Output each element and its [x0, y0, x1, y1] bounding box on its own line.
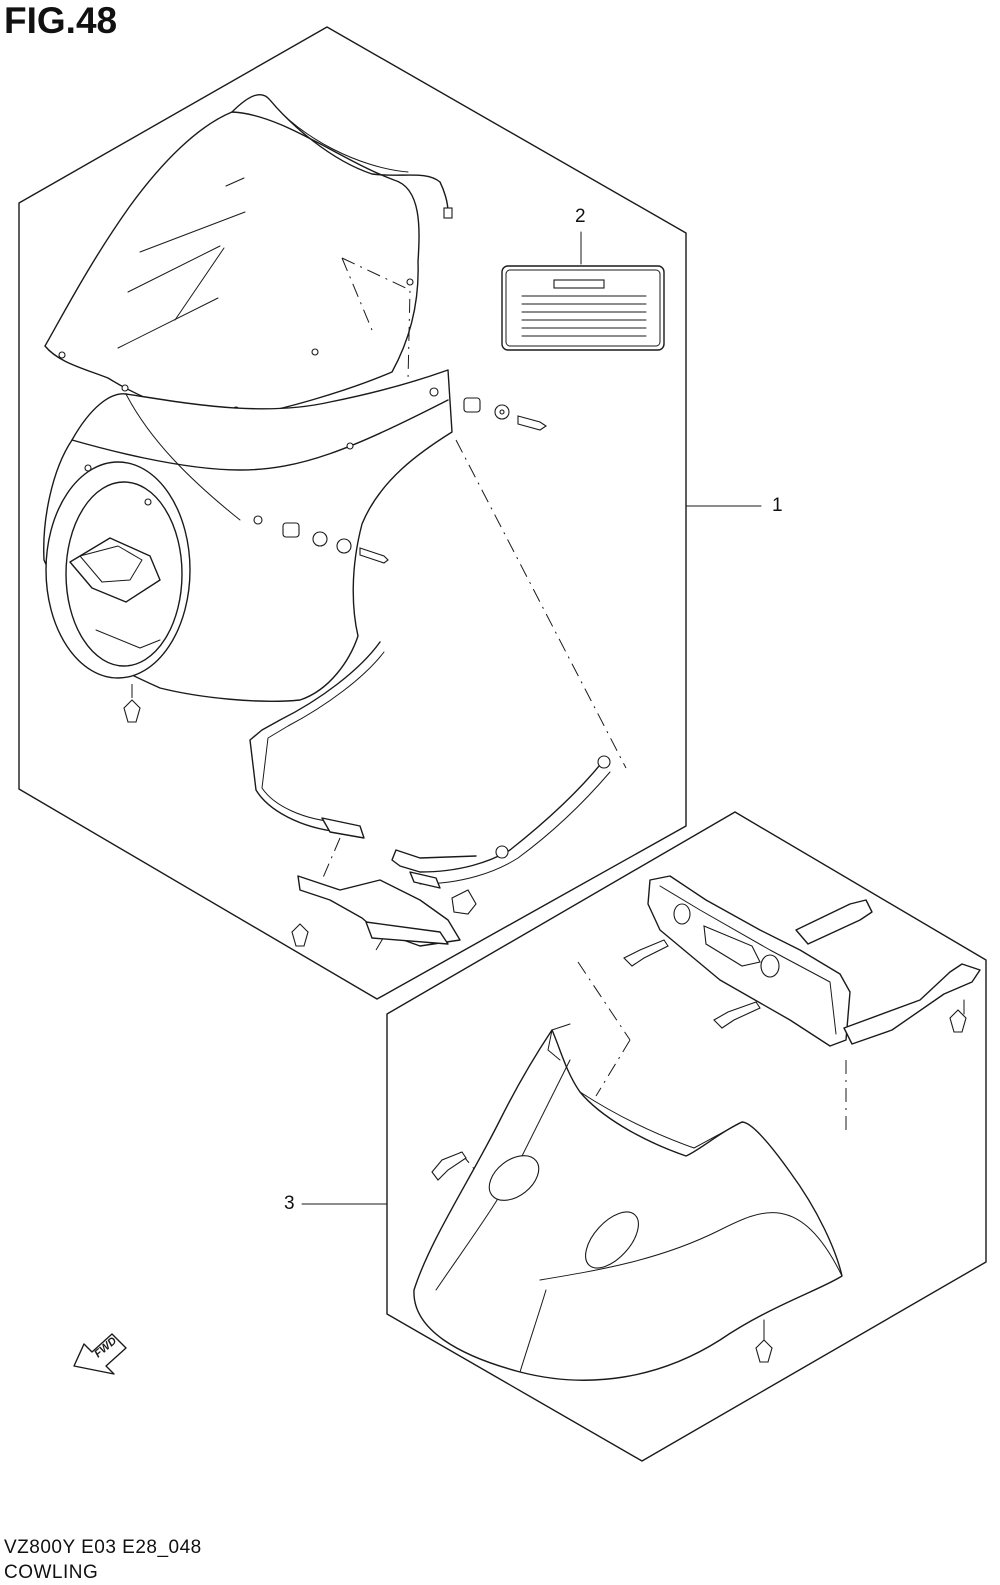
callout-1: 1: [772, 495, 783, 516]
group-boundary-upper: [18, 26, 687, 1000]
caution-label-plate: [501, 265, 665, 351]
upper-fasteners: [123, 397, 547, 947]
windscreen: [44, 93, 453, 419]
lower-cowling: [413, 1023, 843, 1381]
cowling-stays: [249, 641, 611, 947]
upper-cowling: [43, 369, 453, 702]
callout-2: 2: [575, 206, 586, 227]
lower-cowling-bracket: [623, 875, 981, 1363]
model-code: VZ800Y E03 E28_048: [4, 1537, 202, 1558]
figure-caption: COWLING: [4, 1562, 99, 1583]
figure-title: FIG.48: [4, 0, 118, 41]
callout-3: 3: [284, 1193, 295, 1214]
group-boundary-lower: [386, 811, 987, 1462]
fwd-arrow-icon: FWD: [73, 1333, 127, 1375]
